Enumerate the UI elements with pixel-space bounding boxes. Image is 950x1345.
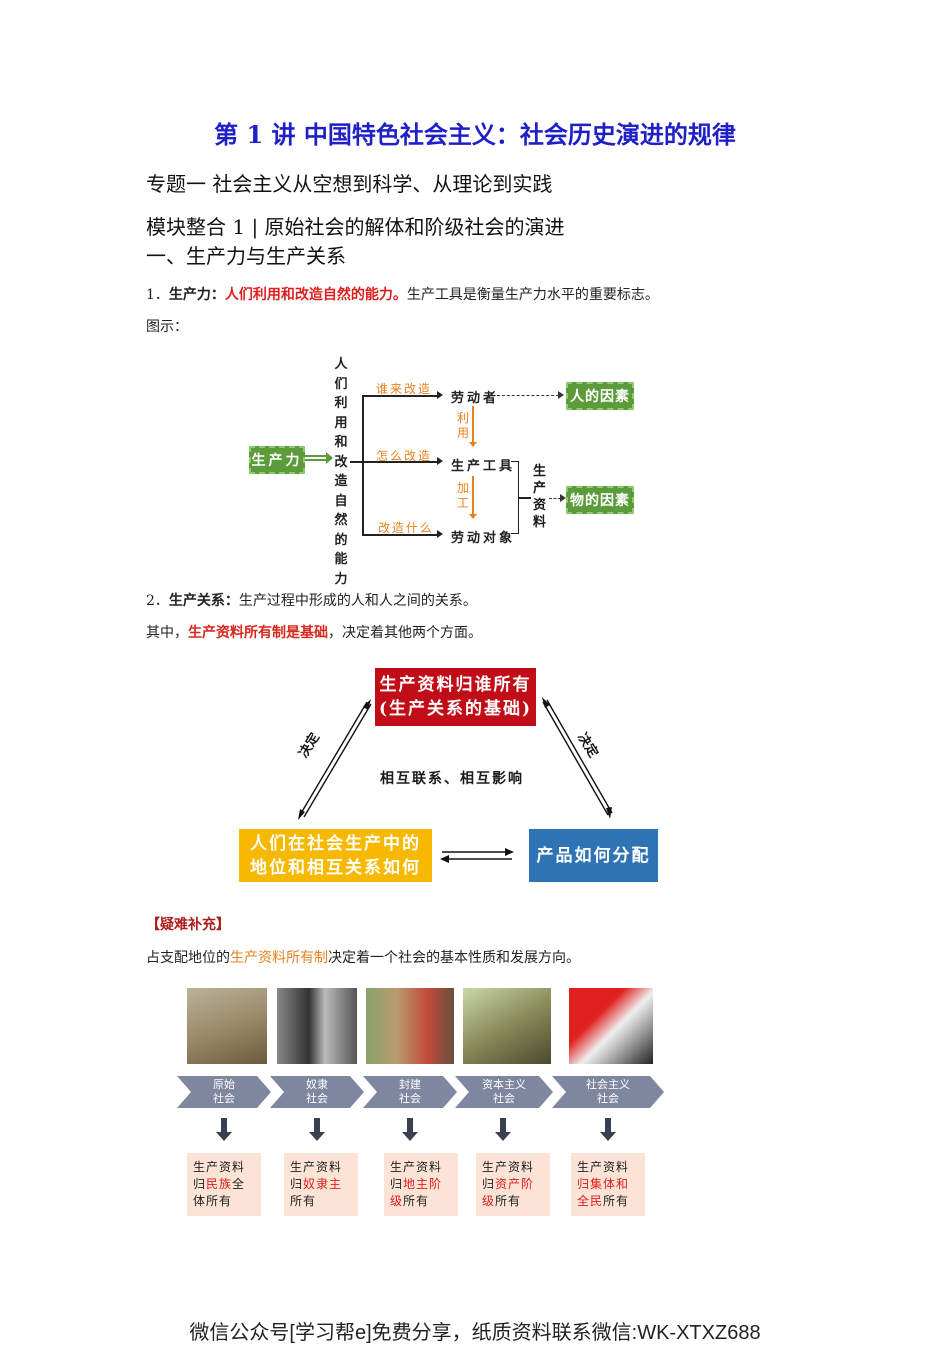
feudal-society-image <box>366 988 454 1064</box>
stage-slave: 奴隶社会 <box>270 1076 364 1108</box>
figure-label: 图示： <box>146 319 188 335</box>
socialist-society-image <box>569 988 653 1064</box>
relations-definition: 2．生产关系：生产过程中形成的人和人之间的关系。 <box>146 593 477 609</box>
ownership-slave: 生产资料归奴隶主所有 <box>284 1153 358 1216</box>
stage-capitalist: 资本主义社会 <box>455 1076 553 1108</box>
down-arrow-icon <box>216 1118 232 1141</box>
status-relations-box: 人们在社会生产中的 地位和相互关系如何 <box>239 829 432 882</box>
use-arrow <box>472 406 474 444</box>
double-arrow-icon <box>305 455 327 461</box>
branch-label: 怎么改造 <box>376 449 433 463</box>
process-arrow <box>472 476 474 516</box>
object-node: 劳动对象 <box>451 531 516 546</box>
tools-node: 生产工具 <box>451 459 516 474</box>
module-heading: 模块整合 1 | 原始社会的解体和阶级社会的演进 <box>146 215 565 239</box>
slave-society-image <box>277 988 357 1064</box>
body-text: 生产工具是衡量生产力水平的重要标志。 <box>406 287 659 303</box>
process-label: 加工 <box>457 481 470 510</box>
vertical-caption: 人 们 利 用 和 改 造 自 然 的 能 力 <box>334 357 348 587</box>
arrow-head-icon <box>560 494 566 502</box>
ownership-feudal: 生产资料归地主阶级所有 <box>384 1153 458 1216</box>
dashed-arrow <box>549 498 561 499</box>
stage-feudal: 封建社会 <box>363 1076 457 1108</box>
item-number: 1． <box>146 287 169 303</box>
down-arrow-icon <box>402 1118 418 1141</box>
section-heading: 一、生产力与生产关系 <box>146 244 346 268</box>
arrow-head-icon <box>558 391 564 399</box>
material-factor-box: 物的因素 <box>566 486 634 514</box>
distribution-box: 产品如何分配 <box>529 829 658 882</box>
bracket-stem <box>519 497 531 499</box>
use-label: 利用 <box>457 411 470 440</box>
human-factor-box: 人的因素 <box>566 382 634 410</box>
arrow-head-icon <box>469 514 477 519</box>
supplement-label: 【疑难补充】 <box>146 917 230 933</box>
arrow-head-icon <box>437 391 443 399</box>
dashed-arrow <box>497 395 559 396</box>
supplement-text: 占支配地位的生产资料所有制决定着一个社会的基本性质和发展方向。 <box>146 950 580 966</box>
down-arrow-icon <box>309 1118 325 1141</box>
means-of-production-label: 生产资料 <box>533 464 547 530</box>
branch-top-line <box>362 395 440 397</box>
arrow-head-icon <box>437 457 443 465</box>
down-arrow-icon <box>495 1118 511 1141</box>
mutual-influence-label: 相互联系、相互影响 <box>380 771 524 787</box>
stage-socialist: 社会主义社会 <box>552 1076 664 1108</box>
branch-vertical-line <box>362 395 364 535</box>
footer-note: 微信公众号[学习帮e]免费分享，纸质资料联系微信:WK-XTXZ688 <box>189 1322 761 1344</box>
relations-note: 其中，生产资料所有制是基础，决定着其他两个方面。 <box>146 625 482 641</box>
stage-primitive: 原始社会 <box>177 1076 271 1108</box>
arrow-head-icon <box>326 452 333 464</box>
bracket <box>511 461 519 534</box>
branch-middle-line <box>350 461 440 463</box>
arrow-head-icon <box>437 530 443 538</box>
down-arrow-icon <box>600 1118 616 1141</box>
primitive-society-image <box>187 988 267 1064</box>
productivity-definition: 1．生产力：人们利用和改造自然的能力。生产工具是衡量生产力水平的重要标志。 <box>146 284 659 304</box>
highlight: 人们利用和改造自然的能力。 <box>224 287 407 303</box>
arrow-head-icon <box>469 442 477 447</box>
term: 生产力： <box>168 287 225 303</box>
capitalist-society-image <box>463 988 551 1064</box>
topic-heading: 专题一 社会主义从空想到科学、从理论到实践 <box>146 172 553 196</box>
branch-label: 谁来改造 <box>376 382 433 396</box>
ownership-socialist: 生产资料归集体和全民所有 <box>571 1153 645 1216</box>
page-title: 第 1 讲 中国特色社会主义：社会历史演进的规律 <box>214 120 736 149</box>
branch-label: 改造什么 <box>378 521 435 535</box>
labourer-node: 劳动者 <box>451 391 500 406</box>
ownership-capitalist: 生产资料归资产阶级所有 <box>476 1153 550 1216</box>
branch-bottom-line <box>362 534 440 536</box>
ownership-primitive: 生产资料归民族全体所有 <box>187 1153 261 1216</box>
ownership-box: 生产资料归谁所有 (生产关系的基础) <box>375 668 536 726</box>
relation-arrows <box>298 697 613 863</box>
productivity-box: 生产力 <box>249 446 305 474</box>
